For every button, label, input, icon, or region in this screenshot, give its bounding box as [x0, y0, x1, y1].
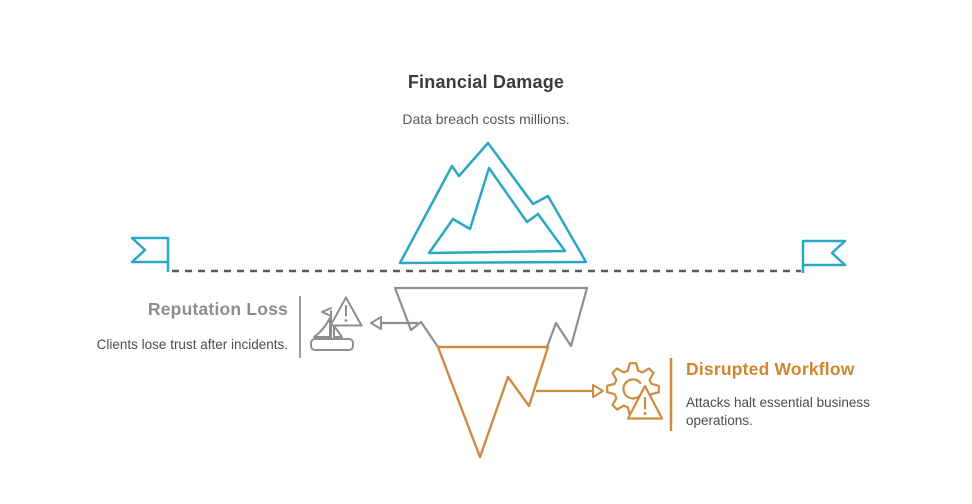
mountain-outer — [398, 141, 588, 265]
flag-right-icon — [801, 239, 847, 273]
gear-warning-icon — [606, 362, 664, 420]
callout-left: Reputation Loss Clients lose trust after… — [28, 299, 288, 352]
page-subtitle: Data breach costs millions. — [402, 111, 570, 127]
flag-left-icon — [130, 236, 170, 272]
iceberg-mid-section — [393, 286, 589, 348]
ship-warning-icon — [310, 296, 363, 351]
callout-right-heading: Disrupted Workflow — [686, 359, 855, 379]
iceberg-above-water — [398, 141, 588, 265]
mountain-inner — [427, 166, 567, 255]
iceberg-deep-section — [436, 345, 550, 459]
arrowhead-left-icon — [370, 316, 382, 330]
page-title: Financial Damage — [407, 72, 565, 92]
connector-arrow-left — [370, 316, 418, 330]
callout-right-body: Attacks halt essential business operatio… — [686, 395, 870, 428]
arrowhead-right-icon — [592, 384, 604, 398]
callout-left-body: Clients lose trust after incidents. — [96, 337, 288, 352]
callout-right: Disrupted Workflow Attacks halt essentia… — [686, 359, 906, 429]
callout-left-heading: Reputation Loss — [147, 299, 288, 319]
connector-arrow-right — [536, 384, 604, 398]
